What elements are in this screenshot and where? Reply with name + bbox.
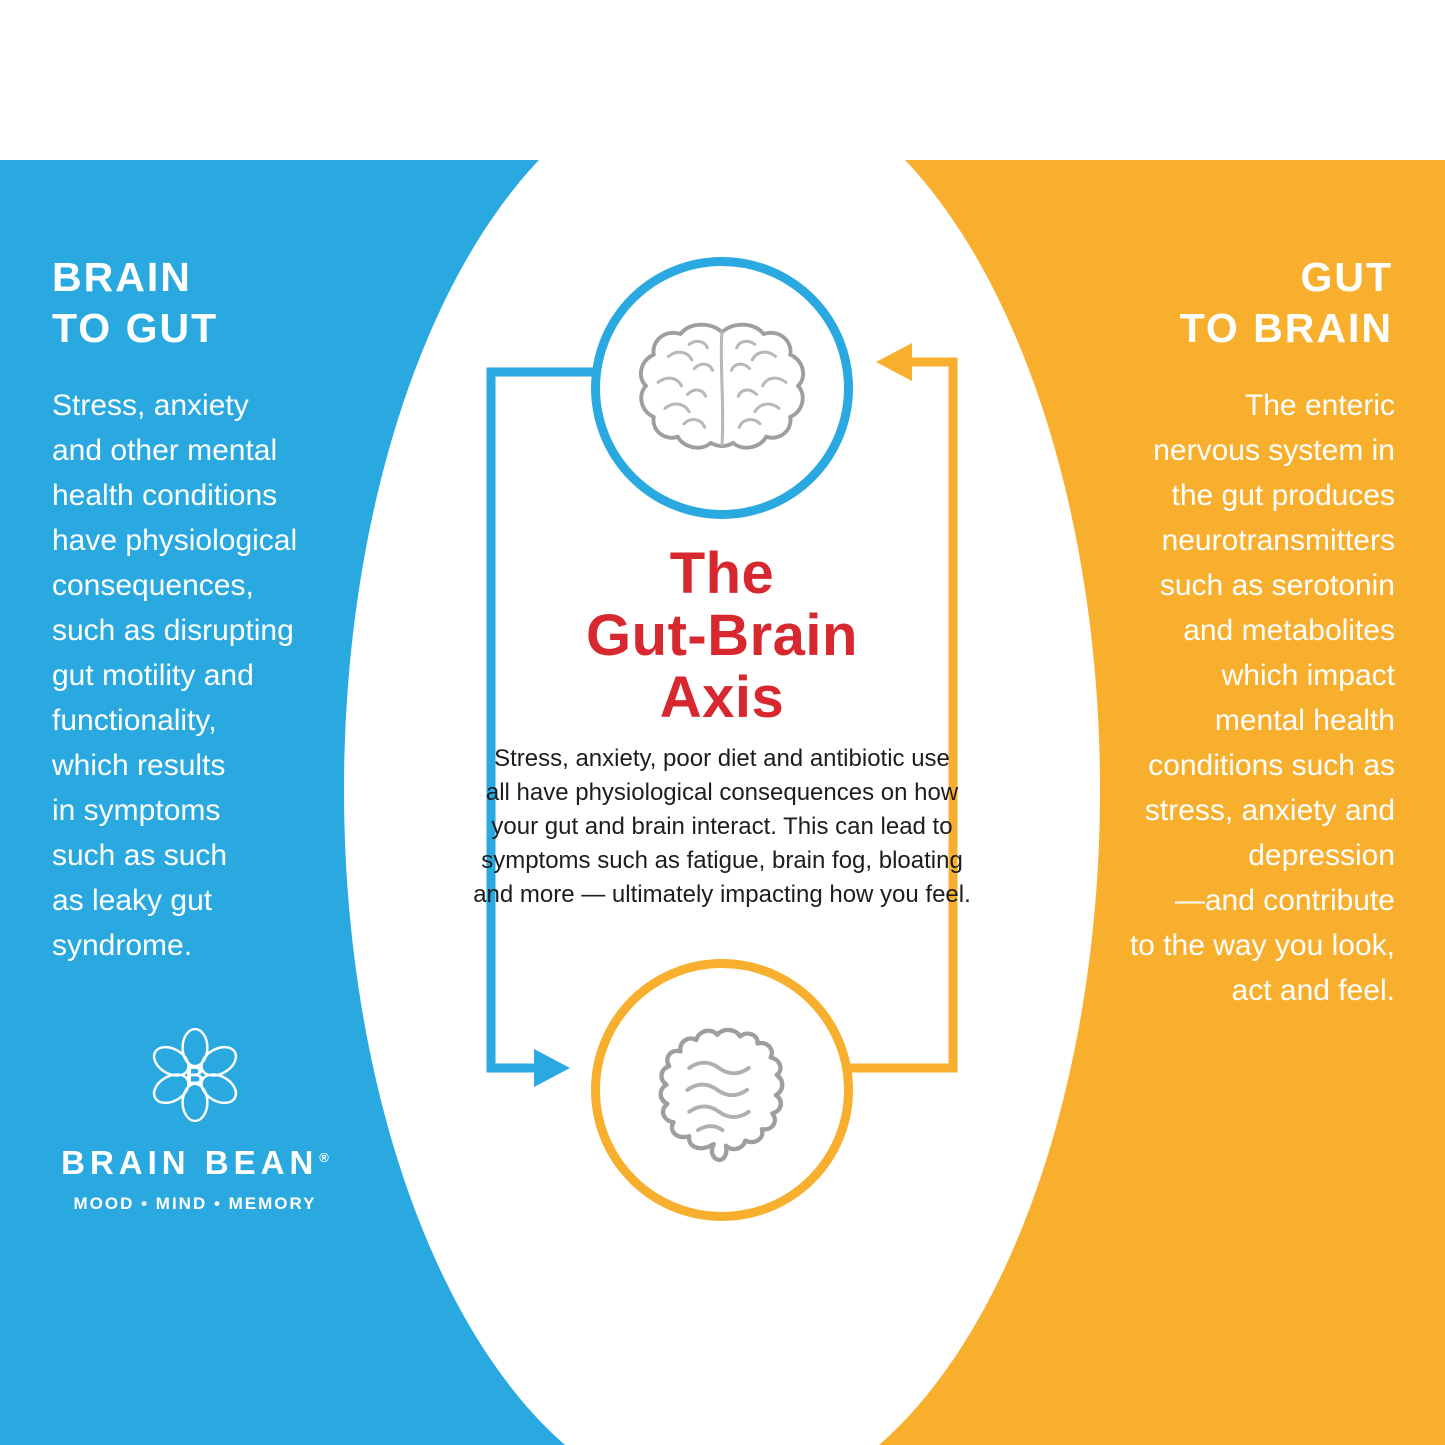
gut-to-brain-body: The enteric nervous system in the gut pr…: [1129, 389, 1395, 1007]
brand-name-row: BRAIN BEAN®: [40, 1144, 350, 1182]
brain-to-gut-heading: BRAIN TO GUT: [52, 254, 219, 351]
brand-tagline: MOOD • MIND • MEMORY: [73, 1194, 317, 1213]
logo-letter: B: [185, 1061, 204, 1091]
gut-to-brain-heading: GUT TO BRAIN: [1179, 254, 1393, 351]
brain-circle: [591, 257, 853, 519]
center-description: Stress, anxiety, poor diet and antibioti…: [473, 745, 971, 909]
brain-to-gut-body: Stress, anxiety and other mental health …: [52, 389, 298, 962]
gut-icon: [658, 1027, 784, 1162]
brand-name: BRAIN BEAN: [61, 1144, 319, 1181]
brain-icon: [638, 322, 806, 450]
center-title: The Gut-Brain Axis: [586, 541, 858, 731]
brain-bean-flower-emblem-icon: B: [152, 1027, 238, 1123]
gut-circle: [591, 959, 853, 1221]
brain-bean-logo: B BRAIN BEAN® MOOD • MIND • MEMORY: [40, 1022, 350, 1214]
registered-mark: ®: [319, 1150, 329, 1165]
